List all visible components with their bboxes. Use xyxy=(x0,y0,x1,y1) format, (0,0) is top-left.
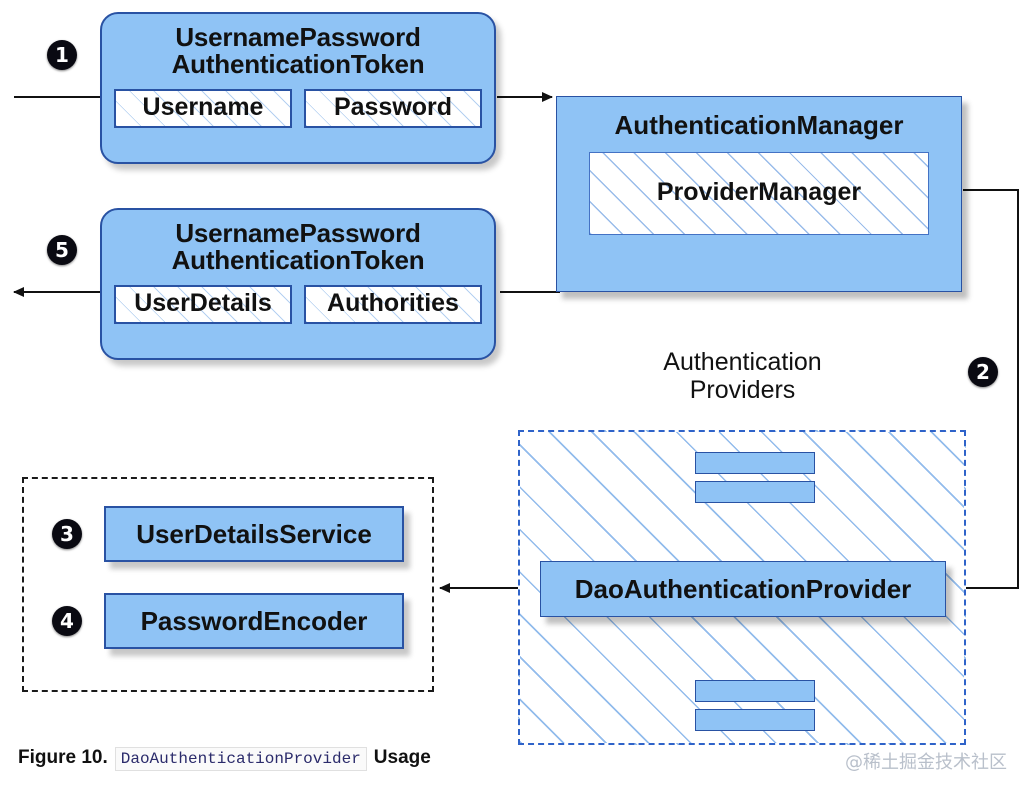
peer-provider-bar-bottom-1[interactable] xyxy=(695,680,815,702)
request-token-title-line2: AuthenticationToken xyxy=(171,49,425,80)
watermark: @稀土掘金技术社区 xyxy=(845,752,1007,773)
figure-caption-suffix: Usage xyxy=(373,747,431,768)
dao-authentication-provider-box[interactable]: DaoAuthenticationProvider xyxy=(540,561,946,617)
providers-label-line1: Authentication xyxy=(663,348,822,376)
badge-step-5: 5 xyxy=(47,235,77,265)
response-authentication-token-card[interactable]: UsernamePassword AuthenticationToken Use… xyxy=(100,208,496,360)
slot-authorities: Authorities xyxy=(304,284,482,325)
badge-step-3: 3 xyxy=(52,519,82,549)
badge-step-4: 4 xyxy=(52,606,82,636)
providers-label-line2: Providers xyxy=(689,376,796,404)
authentication-providers-label: Authentication Providers xyxy=(620,348,865,404)
response-token-title-line1: UsernamePassword xyxy=(175,218,421,248)
peer-provider-bar-top-2[interactable] xyxy=(695,481,815,503)
authentication-manager-box[interactable]: AuthenticationManager ProviderManager xyxy=(556,96,962,292)
peer-provider-bar-bottom-2[interactable] xyxy=(695,709,815,731)
slot-username: Username xyxy=(114,88,292,129)
figure-caption: Figure 10. DaoAuthenticationProvider Usa… xyxy=(18,747,431,771)
request-authentication-token-card[interactable]: UsernamePassword AuthenticationToken Use… xyxy=(100,12,496,164)
slot-password: Password xyxy=(304,88,482,129)
response-token-title-line2: AuthenticationToken xyxy=(171,245,425,276)
response-token-slots: UserDetails Authorities xyxy=(114,284,482,325)
request-token-title-line1: UsernamePassword xyxy=(175,22,421,52)
slot-userdetails: UserDetails xyxy=(114,284,292,325)
response-token-title: UsernamePassword AuthenticationToken xyxy=(114,218,482,276)
figure-caption-code: DaoAuthenticationProvider xyxy=(114,747,367,771)
password-encoder-box[interactable]: PasswordEncoder xyxy=(104,593,404,649)
badge-step-1: 1 xyxy=(47,40,77,70)
badge-step-2: 2 xyxy=(968,357,998,387)
request-token-slots: Username Password xyxy=(114,88,482,129)
request-token-title: UsernamePassword AuthenticationToken xyxy=(114,22,482,80)
peer-provider-bar-top-1[interactable] xyxy=(695,452,815,474)
provider-manager-box[interactable]: ProviderManager xyxy=(589,152,929,235)
wire-manager-to-provider xyxy=(963,189,1019,589)
authentication-manager-title: AuthenticationManager xyxy=(614,110,904,140)
figure-caption-label: Figure 10. xyxy=(18,747,108,768)
user-details-service-box[interactable]: UserDetailsService xyxy=(104,506,404,562)
